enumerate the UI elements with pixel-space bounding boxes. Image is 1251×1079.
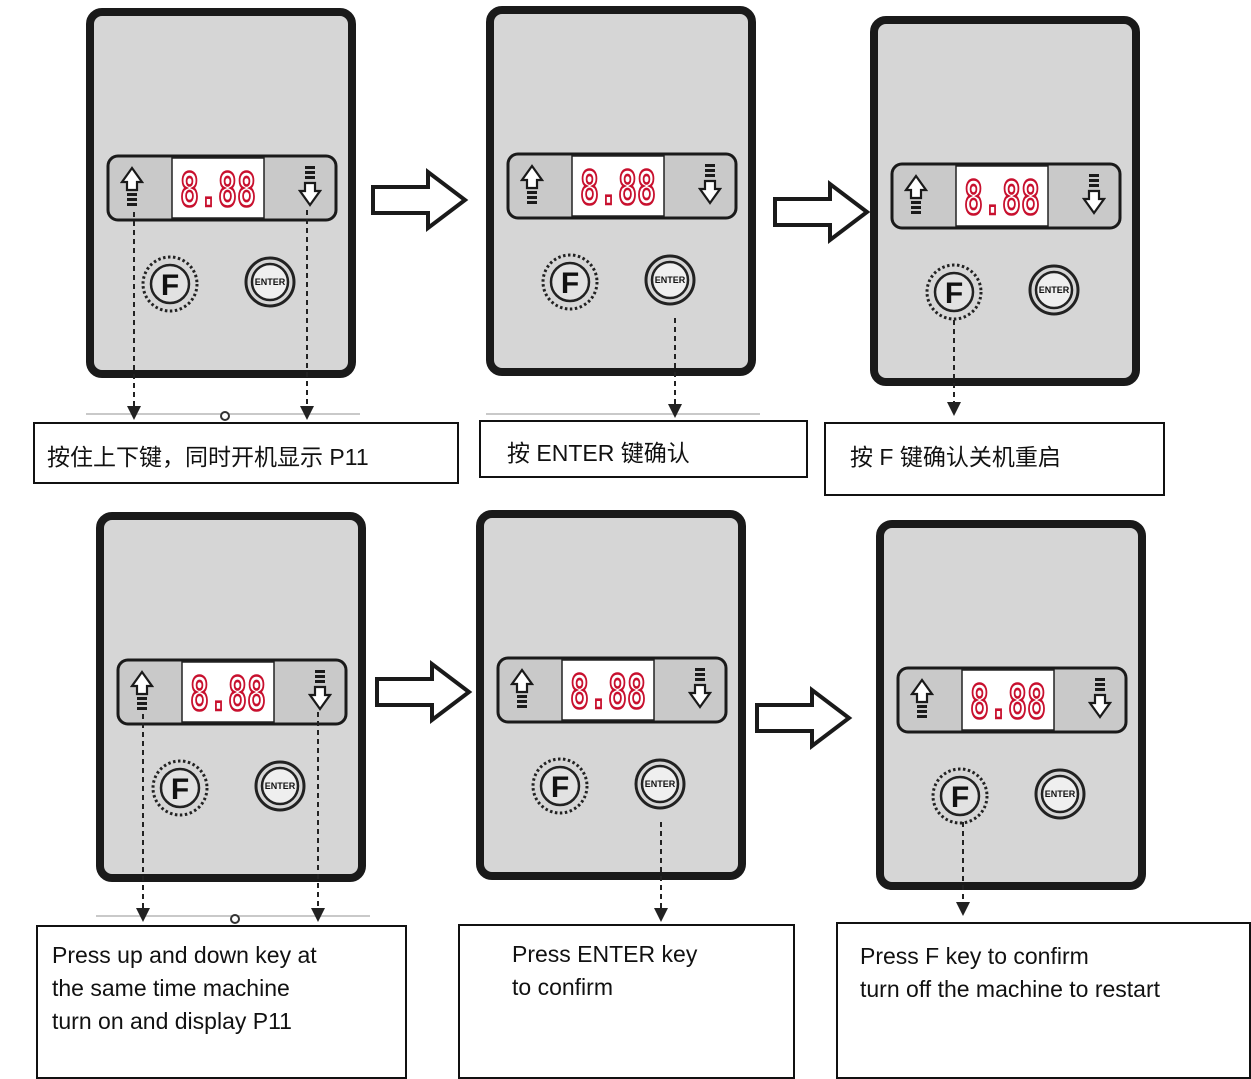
step3-en-line-1: Press F key to confirm: [860, 943, 1089, 969]
step3-en-line-2: turn off the machine to restart: [860, 976, 1161, 1002]
flow-arrow-icon: [375, 662, 471, 722]
step2-en-line-2: to confirm: [512, 974, 613, 1000]
dashed-leader-arrow-icon: [956, 822, 970, 916]
step2-cn-caption-text: 按 ENTER 键确认: [507, 440, 690, 466]
step3-en-panel: [880, 524, 1142, 886]
step1-en-line-1: Press up and down key at: [52, 942, 317, 968]
step1-en-caption: Press up and down key at the same time m…: [36, 925, 407, 1079]
step2-cn-panel: [490, 10, 752, 372]
flow-arrow-icon: [773, 182, 869, 242]
step3-cn-panel: [874, 20, 1136, 382]
gear-icon: [220, 411, 230, 421]
flow-arrow-icon: [755, 688, 851, 748]
dashed-leader-arrow-icon: [127, 212, 141, 420]
step3-cn-caption-text: 按 F 键确认关机重启: [850, 444, 1061, 470]
gear-icon: [230, 914, 240, 924]
dashed-leader-arrow-icon: [136, 714, 150, 922]
step1-en-panel: [100, 516, 362, 878]
dashed-leader-arrow-icon: [654, 822, 668, 922]
step3-cn-caption: 按 F 键确认关机重启: [824, 422, 1165, 496]
step2-en-line-1: Press ENTER key: [512, 941, 698, 967]
dashed-leader-arrow-icon: [947, 320, 961, 416]
step1-cn-caption-text: 按住上下键，同时开机显示 P11: [47, 444, 369, 470]
step1-cn-caption: 按住上下键，同时开机显示 P11: [33, 422, 459, 484]
step1-en-line-2: the same time machine: [52, 975, 290, 1001]
step1-cn-panel: [90, 12, 352, 374]
step2-en-caption: Press ENTER key to confirm: [458, 924, 795, 1079]
dashed-leader-arrow-icon: [668, 318, 682, 418]
step2-en-panel: [480, 514, 742, 876]
step1-en-line-3: turn on and display P11: [52, 1008, 292, 1034]
flow-arrow-icon: [371, 170, 467, 230]
dashed-leader-arrow-icon: [300, 210, 314, 420]
step3-en-caption: Press F key to confirm turn off the mach…: [836, 922, 1251, 1079]
dashed-leader-arrow-icon: [311, 712, 325, 922]
step2-cn-caption: 按 ENTER 键确认: [479, 420, 808, 478]
